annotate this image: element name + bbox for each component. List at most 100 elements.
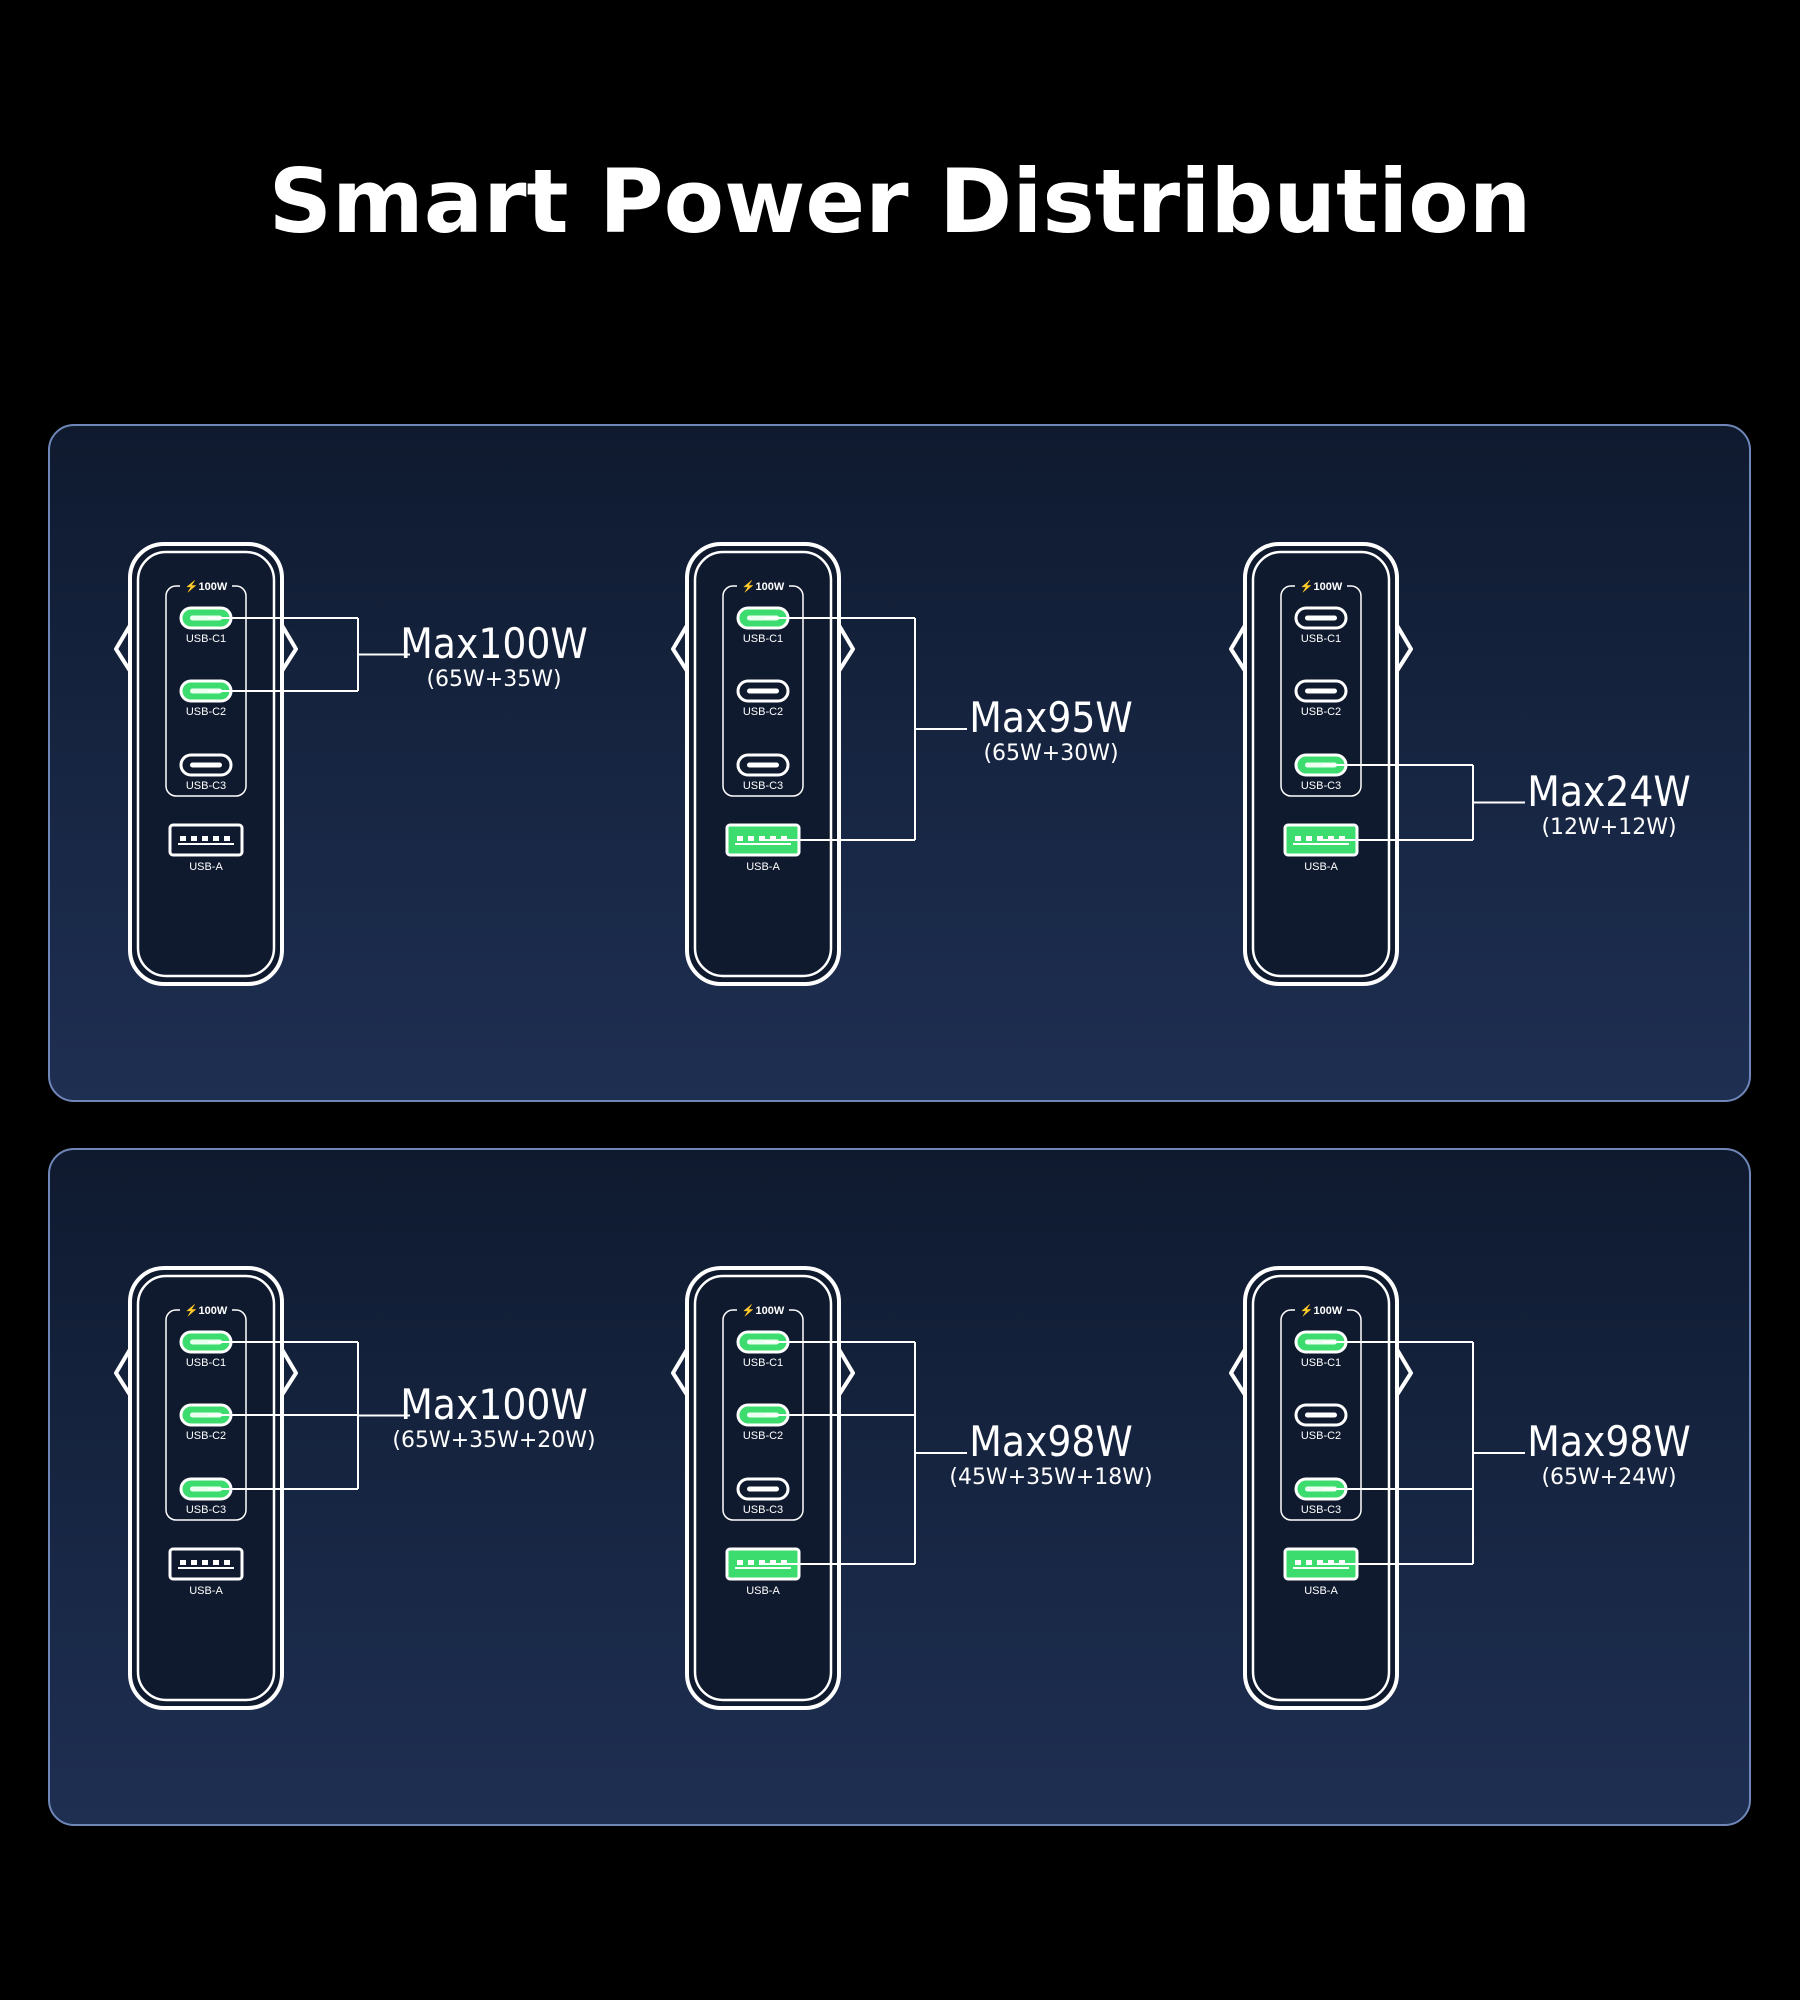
usb-c-tongue — [190, 762, 222, 768]
top-label-bg — [737, 1303, 789, 1317]
port-label-usb-c1: USB-C1 — [186, 1357, 226, 1369]
power-split-label: (65W+35W) — [426, 666, 562, 692]
power-100w-label: ⚡100W — [1300, 1304, 1343, 1317]
port-label-usb-a: USB-A — [746, 1585, 780, 1597]
usb-c-tongue — [747, 1486, 779, 1492]
port-label-usb-c1: USB-C1 — [743, 633, 783, 645]
power-100w-label: ⚡100W — [1300, 580, 1343, 593]
usb-a-pin — [759, 836, 765, 841]
max-power-label: Max100W — [400, 618, 588, 668]
prong-left — [114, 620, 134, 676]
power-100w-label: ⚡100W — [742, 580, 785, 593]
usb-c-port — [179, 753, 233, 777]
prong-right — [835, 620, 855, 676]
prong-left — [671, 1344, 691, 1400]
max-power-label: Max100W — [400, 1379, 588, 1429]
port-label-usb-a: USB-A — [189, 1585, 223, 1597]
panel-1-diagram: ⚡100WUSB-C1USB-C2USB-C3USB-A⚡100WUSB-C1U… — [114, 542, 1525, 986]
charger-inner-outline — [693, 550, 833, 978]
prong-left — [671, 620, 691, 676]
usb-c-port — [1294, 606, 1348, 630]
power-split-label: (65W+35W+20W) — [392, 1427, 596, 1453]
top-label-bg — [737, 579, 789, 593]
usb-a-pin — [1295, 836, 1301, 841]
port-label-usb-a: USB-A — [189, 861, 223, 873]
usb-c-tongue — [190, 1486, 222, 1492]
panel-2-diagram: ⚡100WUSB-C1USB-C2USB-C3USB-A⚡100WUSB-C1U… — [114, 1266, 1525, 1710]
usb-a-pin — [1317, 836, 1323, 841]
prong-left — [1229, 620, 1249, 676]
port-label-usb-c3: USB-C3 — [1301, 1504, 1341, 1516]
usb-c-tongue — [1305, 1412, 1337, 1418]
usb-a-pin — [1339, 1560, 1345, 1565]
port-label-usb-c2: USB-C2 — [186, 706, 226, 718]
usb-a-pin — [781, 836, 787, 841]
top-label-bg — [180, 579, 232, 593]
port-label-usb-c3: USB-C3 — [1301, 780, 1341, 792]
port-label-usb-c3: USB-C3 — [186, 1504, 226, 1516]
usb-a-port — [168, 1547, 244, 1581]
usb-a-pin — [202, 836, 208, 841]
usb-a-pin — [1339, 836, 1345, 841]
power-split-label: (45W+35W+18W) — [949, 1465, 1153, 1490]
usb-a-pin — [737, 1560, 743, 1565]
max-power-label: Max95W — [969, 693, 1133, 742]
usb-a-pin — [224, 1560, 230, 1565]
usb-c-tongue — [190, 615, 222, 621]
usb-a-pin — [770, 1560, 776, 1565]
power-100w-label: ⚡100W — [742, 1304, 785, 1317]
usb-a-pin — [781, 1560, 787, 1565]
port-label-usb-c2: USB-C2 — [743, 1430, 783, 1442]
usb-a-pin — [748, 1560, 754, 1565]
port-label-usb-a: USB-A — [746, 861, 780, 873]
usb-a-pin — [1295, 1560, 1301, 1565]
port-label-usb-c2: USB-C2 — [1301, 1430, 1341, 1442]
usb-c-tongue — [1305, 1339, 1337, 1345]
usb-a-pin — [224, 836, 230, 841]
prong-right — [1393, 620, 1413, 676]
usb-c-tongue — [747, 688, 779, 694]
usb-a-pin — [213, 836, 219, 841]
power-split-label: (12W+12W) — [1541, 814, 1677, 840]
max-power-label: Max98W — [969, 1417, 1133, 1466]
max-power-label: Max98W — [1527, 1417, 1691, 1466]
usb-c-tongue — [747, 1412, 779, 1418]
usb-c-tongue — [1305, 1486, 1337, 1492]
usb-a-pin — [737, 836, 743, 841]
usb-c-port — [1294, 679, 1348, 703]
port-label-usb-c2: USB-C2 — [743, 706, 783, 718]
usb-c-tongue — [747, 1339, 779, 1345]
prong-left — [1229, 1344, 1249, 1400]
top-label-bg — [1295, 1303, 1347, 1317]
charger-inner-outline — [136, 550, 276, 978]
usb-a-pin — [748, 836, 754, 841]
usb-a-pin — [770, 836, 776, 841]
usb-a-pin — [191, 836, 197, 841]
usb-a-pin — [1306, 836, 1312, 841]
port-label-usb-c2: USB-C2 — [186, 1430, 226, 1442]
usb-a-pin — [180, 836, 186, 841]
usb-c-port — [736, 679, 790, 703]
usb-c-tongue — [1305, 762, 1337, 768]
usb-c-tongue — [190, 1339, 222, 1345]
usb-a-pin — [213, 1560, 219, 1565]
usb-c-port — [1294, 1403, 1348, 1427]
top-label-bg — [180, 1303, 232, 1317]
usb-a-pin — [1306, 1560, 1312, 1565]
top-label-bg — [1295, 579, 1347, 593]
port-label-usb-c2: USB-C2 — [1301, 706, 1341, 718]
power-100w-label: ⚡100W — [185, 1304, 228, 1317]
port-label-usb-c3: USB-C3 — [186, 780, 226, 792]
usb-a-pin — [1317, 1560, 1323, 1565]
port-label-usb-c3: USB-C3 — [743, 780, 783, 792]
port-label-usb-c1: USB-C1 — [1301, 1357, 1341, 1369]
